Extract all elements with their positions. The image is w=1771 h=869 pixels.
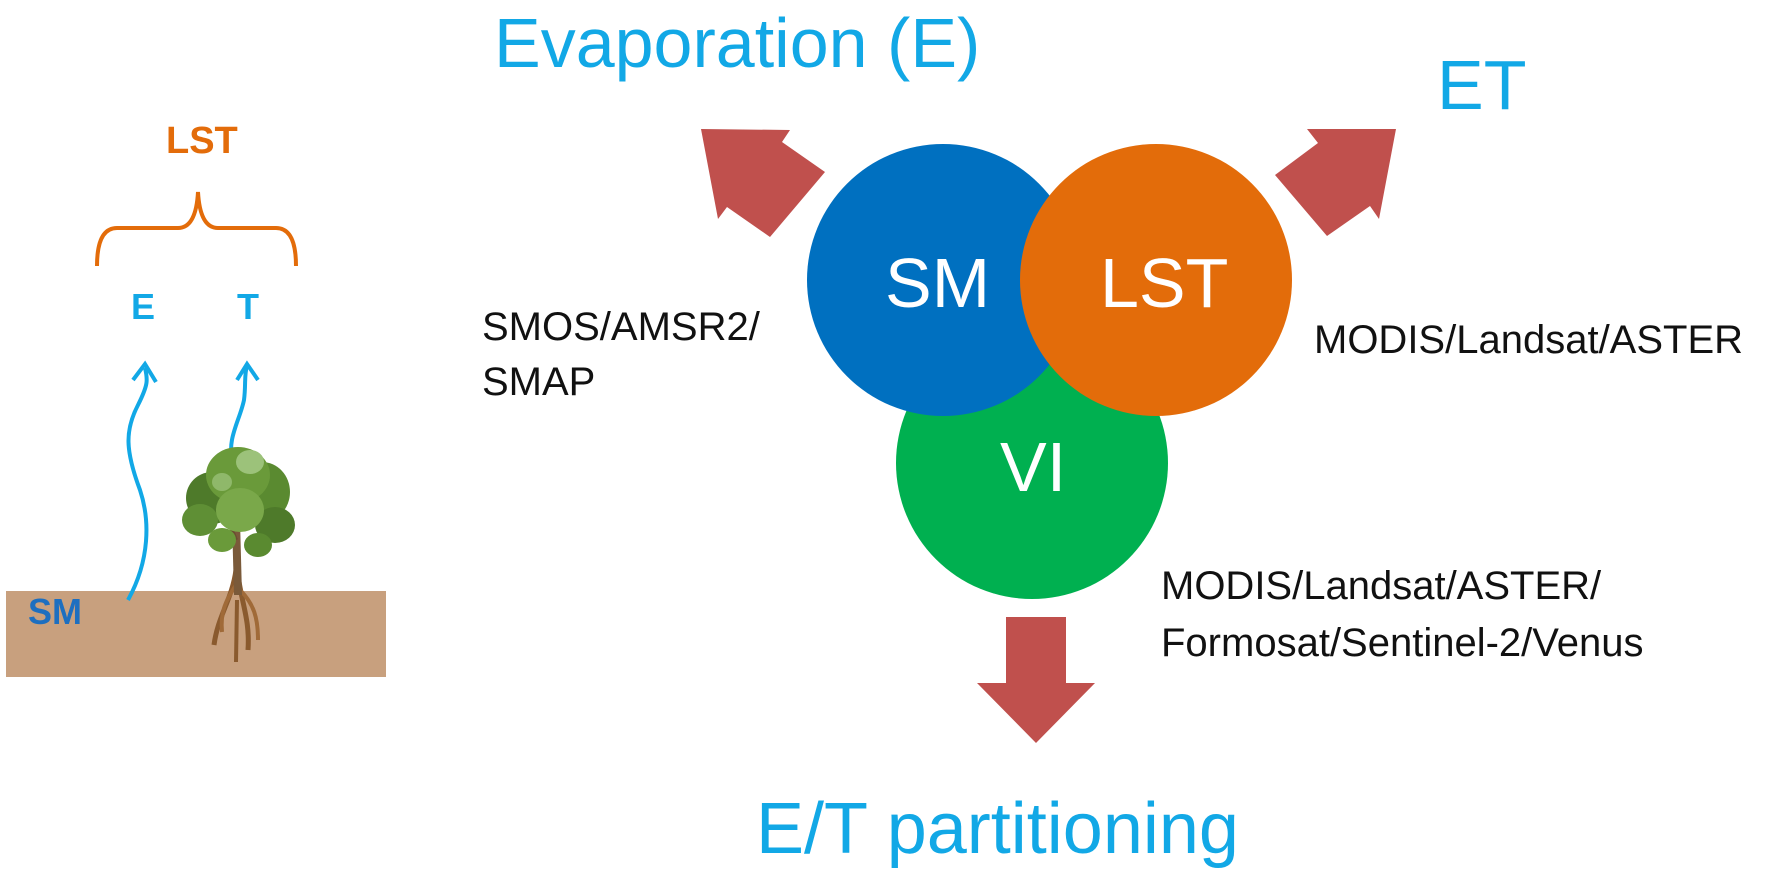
inset-sm-label: SM — [28, 591, 82, 632]
evaporation-arrowhead — [131, 360, 158, 384]
evaporation-title: Evaporation (E) — [494, 4, 981, 82]
sm-sensors-line1: SMOS/AMSR2/ — [482, 305, 760, 349]
vi-sensors-line2: Formosat/Sentinel-2/Venus — [1161, 621, 1644, 665]
sm-circle-label: SM — [885, 244, 990, 322]
soil-block — [6, 591, 386, 677]
inset-t-label: T — [237, 286, 259, 327]
sm-circle — [807, 144, 1079, 416]
lst-sensors: MODIS/Landsat/ASTER — [1314, 318, 1744, 362]
vi-circle-label: VI — [1000, 428, 1067, 506]
inset-lst-label: LST — [166, 120, 238, 162]
lst-brace — [95, 191, 298, 267]
partitioning-arrow — [977, 617, 1095, 743]
inset-e-label: E — [131, 286, 156, 327]
et-title: ET — [1437, 46, 1527, 124]
tree-icon — [182, 447, 295, 663]
sm-sensors-line2: SMAP — [482, 360, 596, 404]
evaporation-arrow — [701, 129, 825, 237]
transpiration-flux-arrow — [229, 365, 249, 463]
lst-circle — [1020, 144, 1292, 416]
transpiration-arrowhead — [235, 360, 260, 382]
et-arrow-shape — [1275, 129, 1396, 236]
partitioning-title: E/T partitioning — [756, 789, 1239, 869]
vi-sensors-line1: MODIS/Landsat/ASTER/ — [1161, 564, 1602, 608]
lst-circle-label: LST — [1100, 244, 1229, 322]
evaporation-flux-arrow — [126, 367, 149, 601]
